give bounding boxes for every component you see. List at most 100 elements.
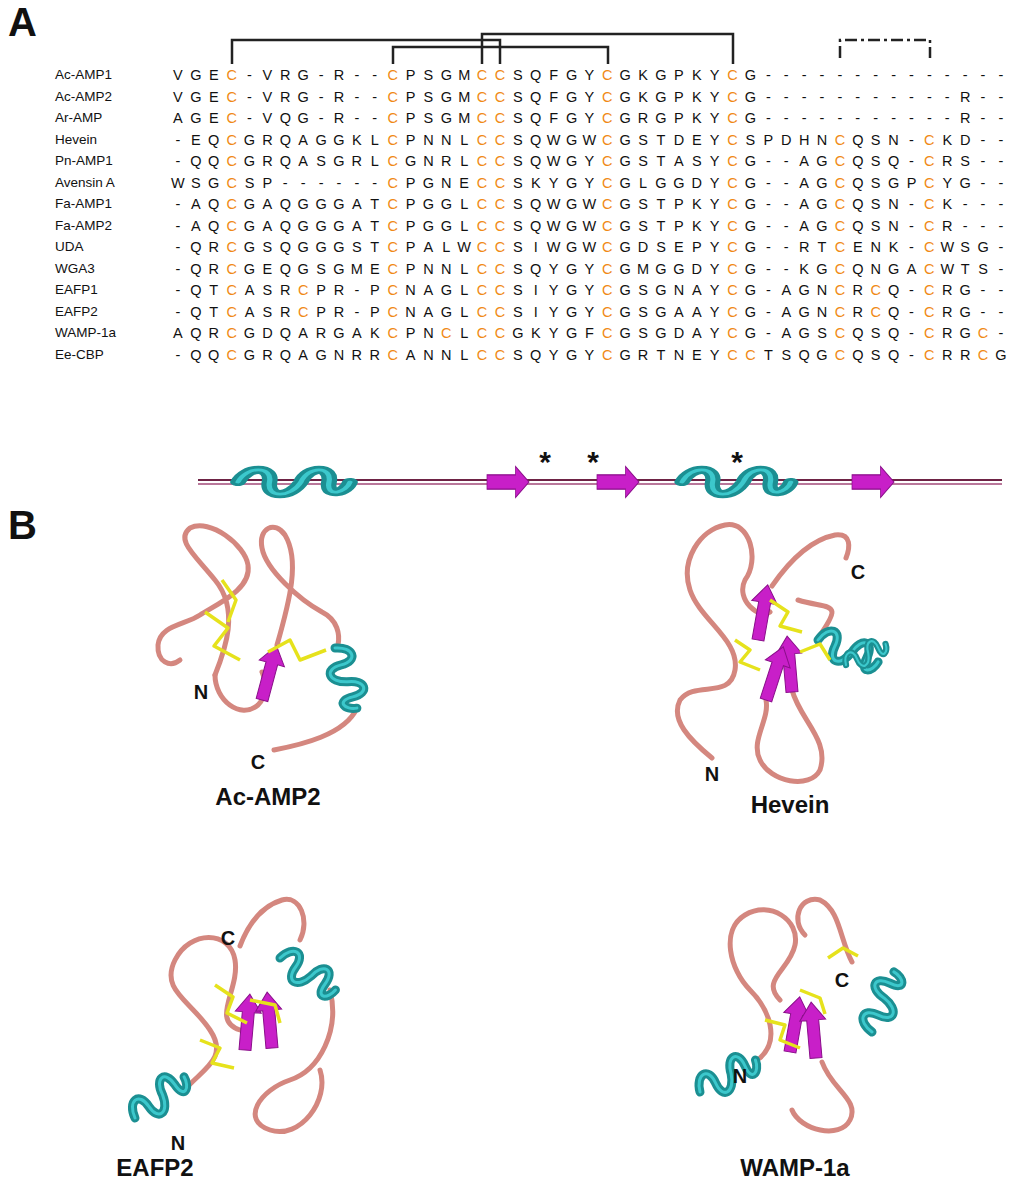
residue: - (903, 194, 921, 214)
residue: A (294, 345, 312, 365)
residue: M (348, 259, 366, 279)
residue: N (885, 194, 903, 214)
residue: D (634, 237, 652, 257)
residue: C (724, 302, 742, 322)
residue: S (509, 194, 527, 214)
residue: C (724, 151, 742, 171)
residue: A (688, 280, 706, 300)
residue: G (187, 108, 205, 128)
residue: C (724, 259, 742, 279)
residue: Q (205, 151, 223, 171)
residue: G (563, 216, 581, 236)
residue: G (419, 216, 437, 236)
residue: S (634, 151, 652, 171)
residue: K (634, 65, 652, 85)
residue: Q (849, 323, 867, 343)
residue: - (992, 259, 1010, 279)
residue: C (223, 108, 241, 128)
residue: C (473, 259, 491, 279)
residue: N (419, 259, 437, 279)
residue: L (455, 216, 473, 236)
residue: R (437, 151, 455, 171)
terminus-label: N (194, 681, 208, 703)
residue: Q (527, 65, 545, 85)
sequence-row: -QRCGEQGSGMECPNNLCCSQYGYCGMGGDYCG--KGCQN… (169, 259, 1010, 279)
residue: Y (706, 259, 724, 279)
residue: - (759, 302, 777, 322)
residue: N (437, 173, 455, 193)
residue: V (258, 65, 276, 85)
residue: C (831, 259, 849, 279)
residue: G (616, 65, 634, 85)
residue: G (330, 151, 348, 171)
residue: - (348, 108, 366, 128)
residue: - (795, 108, 813, 128)
residue: Q (885, 280, 903, 300)
residue: T (652, 151, 670, 171)
residue: S (974, 259, 992, 279)
residue: - (169, 216, 187, 236)
residue: - (777, 259, 795, 279)
residue: - (992, 237, 1010, 257)
residue: A (348, 323, 366, 343)
residue: - (974, 130, 992, 150)
residue: C (384, 323, 402, 343)
residue: G (616, 151, 634, 171)
residue: G (616, 87, 634, 107)
residue: - (777, 87, 795, 107)
residue: C (920, 323, 938, 343)
residue: K (795, 259, 813, 279)
residue: C (831, 173, 849, 193)
residue: F (545, 65, 563, 85)
residue: E (688, 345, 706, 365)
residue: G (241, 194, 259, 214)
residue: - (903, 108, 921, 128)
residue: - (938, 108, 956, 128)
residue: C (724, 87, 742, 107)
residue: V (258, 87, 276, 107)
residue: A (688, 302, 706, 322)
residue: C (831, 302, 849, 322)
asterisk-mark: * (539, 447, 551, 477)
residue: G (563, 237, 581, 257)
residue: N (402, 302, 420, 322)
sequence-row: AQRCGDQARGAKCPNCLCCGKYGFCGSGDAYCG-AGSCQS… (169, 323, 1010, 343)
residue: G (241, 216, 259, 236)
residue: C (384, 280, 402, 300)
residue: G (312, 216, 330, 236)
residue: Q (276, 194, 294, 214)
residue: K (366, 323, 384, 343)
residue: G (312, 345, 330, 365)
residue: - (777, 65, 795, 85)
residue: S (509, 280, 527, 300)
residue: R (330, 302, 348, 322)
residue: E (670, 237, 688, 257)
residue: - (867, 87, 885, 107)
residue: - (759, 151, 777, 171)
residue: C (974, 323, 992, 343)
residue: A (241, 280, 259, 300)
residue: G (992, 345, 1010, 365)
residue: - (312, 65, 330, 85)
residue: Y (706, 108, 724, 128)
residue: - (956, 216, 974, 236)
residue: Y (580, 87, 598, 107)
residue: G (616, 194, 634, 214)
residue: - (920, 65, 938, 85)
residue: A (777, 323, 795, 343)
residue: - (831, 87, 849, 107)
residue: K (527, 323, 545, 343)
residue: G (563, 280, 581, 300)
residue: C (831, 194, 849, 214)
residue: S (634, 216, 652, 236)
residue: - (867, 65, 885, 85)
residue: C (831, 323, 849, 343)
residue: P (670, 108, 688, 128)
residue: P (402, 87, 420, 107)
residue: D (258, 323, 276, 343)
residue: - (992, 151, 1010, 171)
asterisk-mark: * (731, 447, 743, 477)
residue: G (813, 194, 831, 214)
residue: C (724, 130, 742, 150)
residue: C (831, 237, 849, 257)
